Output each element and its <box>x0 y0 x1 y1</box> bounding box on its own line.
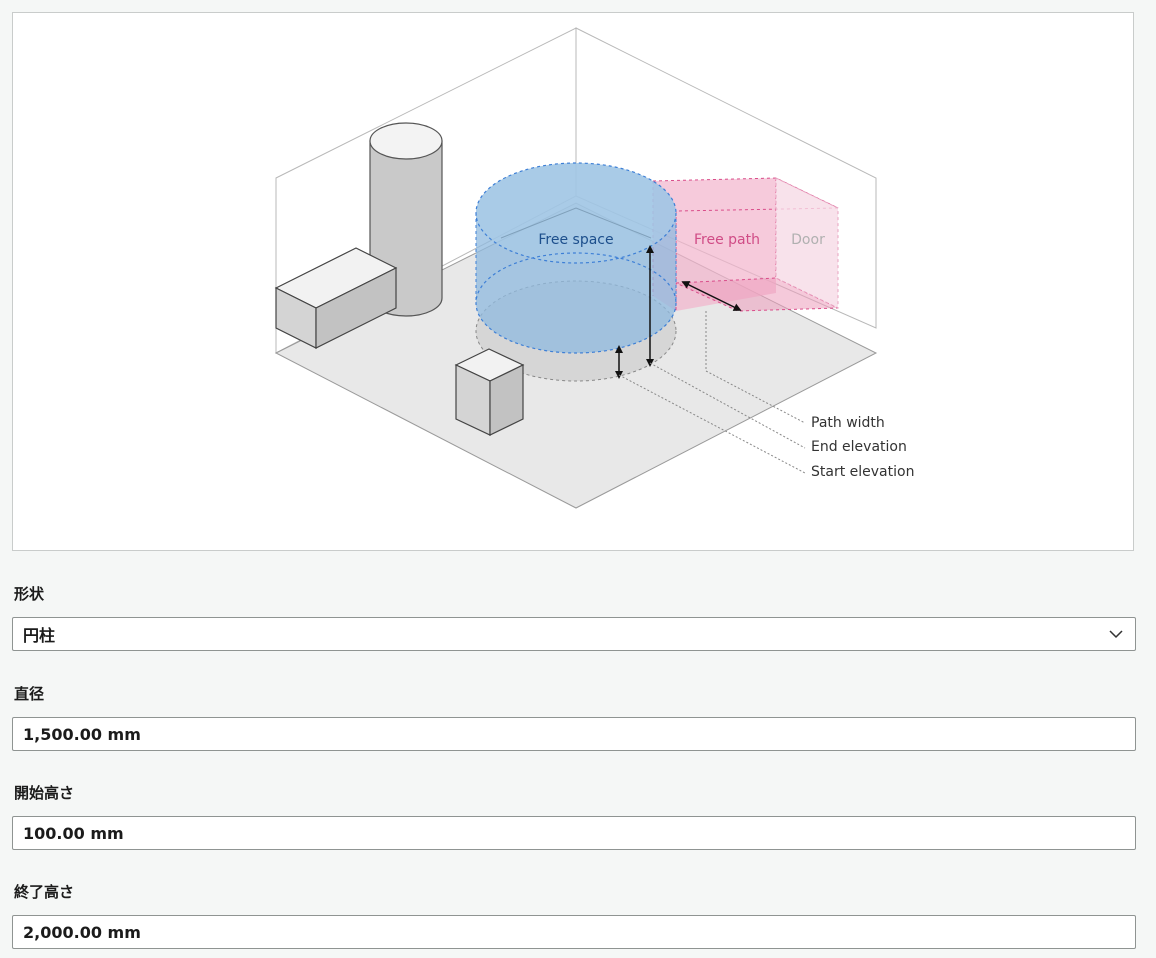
door-label: Door <box>791 232 825 248</box>
start-height-input-value: 100.00 mm <box>23 823 124 843</box>
start-elevation-label: Start elevation <box>811 464 914 480</box>
free-path-label: Free path <box>694 232 760 248</box>
shape-select[interactable]: 円柱 <box>12 617 1136 651</box>
end-height-input[interactable]: 2,000.00 mm <box>12 915 1136 949</box>
shape-label: 形状 <box>14 585 45 603</box>
diameter-input-value: 1,500.00 mm <box>23 724 141 744</box>
free-space-diagram: Free space Free path Door Path width End… <box>274 27 914 509</box>
free-space-cylinder <box>475 162 677 354</box>
chevron-down-icon[interactable] <box>1107 625 1125 643</box>
diagram-panel: Free space Free path Door Path width End… <box>12 12 1134 551</box>
diameter-input[interactable]: 1,500.00 mm <box>12 717 1136 751</box>
cube-obstacle <box>454 348 525 436</box>
end-elevation-label: End elevation <box>811 439 907 455</box>
shape-select-value: 円柱 <box>23 626 56 645</box>
leader-lines <box>618 311 806 474</box>
door-volume <box>775 177 839 309</box>
free-space-label: Free space <box>538 232 613 248</box>
diameter-label: 直径 <box>14 685 45 703</box>
end-height-input-value: 2,000.00 mm <box>23 922 141 942</box>
start-height-input[interactable]: 100.00 mm <box>12 816 1136 850</box>
path-width-label: Path width <box>811 415 885 431</box>
start-height-label: 開始高さ <box>14 784 75 802</box>
end-height-label: 終了高さ <box>14 883 75 901</box>
long-box-obstacle <box>274 247 398 349</box>
dimension-arrows <box>615 245 742 379</box>
